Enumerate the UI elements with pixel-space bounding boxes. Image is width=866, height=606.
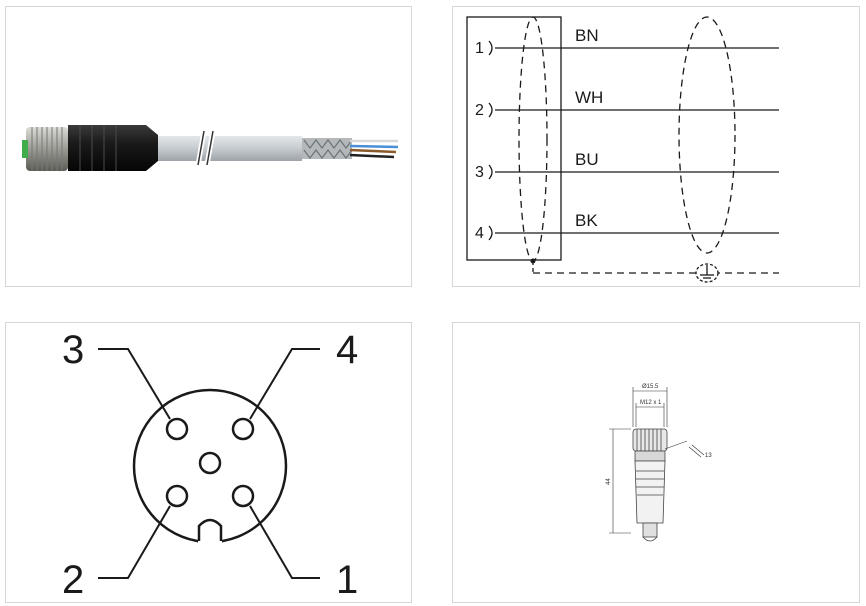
pin-socket-symbol (488, 164, 493, 180)
pinout-panel: 3 4 2 1 (5, 322, 412, 603)
pin-label-1: 1 (336, 558, 358, 602)
cable-illustration (22, 125, 399, 171)
wrench-size-indicator (664, 440, 705, 458)
dimension-drawing: Ø15.5 M12 x 1 44 13 (606, 384, 712, 542)
pin-label-3: 3 (62, 328, 84, 372)
pin-label-2: 2 (62, 558, 84, 602)
wire-2: 2 WH (475, 88, 779, 119)
thread-label: M12 x 1 (640, 400, 662, 406)
wire-4: 4 BK (475, 211, 779, 242)
pin-4-leader (249, 348, 320, 420)
wire-pin-number: 3 (475, 164, 484, 181)
outer-diameter-label: Ø15.5 (642, 384, 659, 390)
pin-2-contact (165, 484, 189, 508)
shield-drain-line (530, 258, 779, 274)
ground-symbol (695, 263, 719, 283)
pin-1-contact (231, 484, 255, 508)
inner-shield-ellipse (518, 16, 548, 262)
braided-shield (302, 138, 353, 159)
knurled-nut (22, 127, 68, 171)
length-label: 44 (606, 478, 612, 485)
pin-3-contact (165, 417, 189, 441)
connector-box (466, 16, 562, 261)
stripped-wires (349, 139, 399, 159)
pin-socket-symbol (488, 225, 493, 241)
wire-color-label: BU (575, 150, 599, 169)
wrench-size-label: 13 (705, 453, 712, 459)
wire-1: 1 BN (475, 26, 779, 57)
pin-label-4: 4 (336, 328, 358, 372)
wire-pin-number: 1 (475, 40, 484, 57)
connector-outline (632, 428, 668, 542)
pin-1-leader (249, 505, 320, 579)
wire-color-label: WH (575, 88, 603, 107)
pinout-diagram: 3 4 2 1 (62, 328, 358, 602)
wire-pin-number: 2 (475, 102, 484, 119)
wiring-diagram-panel: 1 BN 2 WH 3 BU 4 BK (452, 6, 860, 287)
wire-color-label: BN (575, 26, 599, 45)
diameter-dimension (632, 387, 668, 427)
pin-2-leader (98, 505, 171, 579)
pin-5-contact (198, 451, 222, 475)
dimension-drawing-panel: Ø15.5 M12 x 1 44 13 (452, 322, 860, 603)
wire-color-label: BK (575, 211, 598, 230)
connector-body (68, 125, 158, 171)
pin-socket-symbol (488, 40, 493, 56)
wiring-diagram: 1 BN 2 WH 3 BU 4 BK (466, 16, 779, 283)
cable-photo-panel (5, 6, 412, 287)
pin-4-contact (231, 417, 255, 441)
length-dimension (609, 428, 631, 534)
wire-pin-number: 4 (475, 225, 484, 242)
pin-socket-symbol (488, 102, 493, 118)
pin-3-leader (98, 348, 171, 420)
coding-key (197, 518, 223, 543)
wire-3: 3 BU (475, 150, 779, 181)
cable-jacket (158, 130, 302, 166)
thread-dimension (635, 403, 665, 427)
outer-shield-ellipse (678, 16, 736, 254)
